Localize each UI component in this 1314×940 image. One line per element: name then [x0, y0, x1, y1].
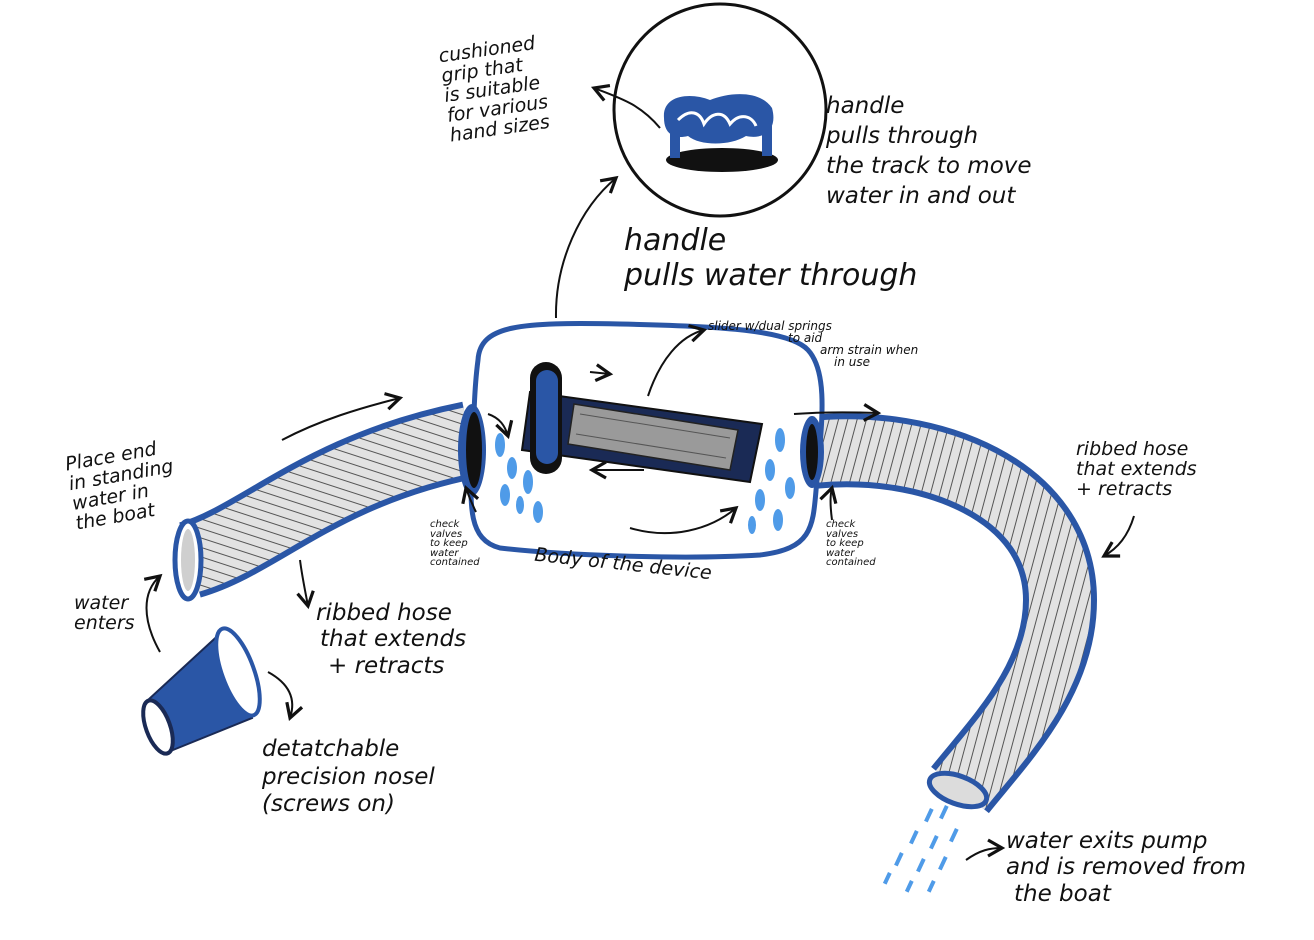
label-nozzle: detatchable precision nosel (screws on) — [262, 736, 435, 818]
grip-base — [666, 148, 778, 172]
right-ribbed-hose — [808, 413, 1098, 814]
label-handle-track: handle pulls through the track to move w… — [826, 93, 1032, 209]
label-cushioned-grip: cushioned grip that is suitable for vari… — [437, 32, 552, 147]
detachable-nozzle — [141, 626, 262, 756]
label-water-exits: water exits pump and is removed from the… — [1006, 828, 1247, 907]
label-ribbed-hose-left: ribbed hose that extends + retracts — [316, 600, 467, 679]
right-check-valve — [800, 416, 824, 488]
label-check-valves-left: check valves to keep water contained — [430, 519, 480, 568]
handle-zoom-circle — [612, 2, 828, 218]
water-exit-drops — [882, 804, 959, 893]
right-hose-open-end — [926, 770, 990, 810]
label-ribbed-hose-right: ribbed hose that extends + retracts — [1076, 438, 1197, 500]
annotation-arrows — [143, 83, 1135, 861]
left-ribbed-hose — [172, 401, 478, 602]
left-check-valve — [458, 404, 486, 496]
slider-mechanism — [520, 362, 764, 484]
label-water-enters: water enters — [74, 592, 135, 634]
label-handle-pulls-water: handle pulls water through — [624, 223, 918, 293]
label-slider: slider w/dual springs to aid arm strain … — [708, 319, 919, 369]
label-check-valves-right: check valves to keep water contained — [826, 519, 876, 568]
water-drops-body — [495, 428, 795, 534]
